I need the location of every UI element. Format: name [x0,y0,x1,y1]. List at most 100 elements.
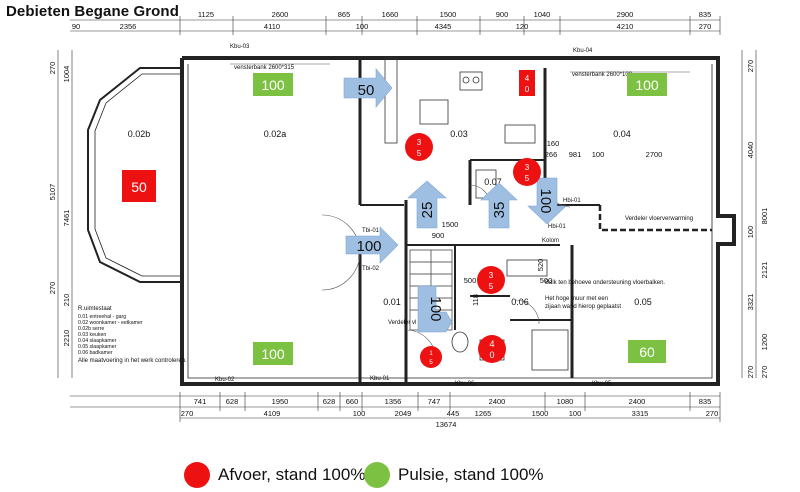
dim-right-2: 4040 [746,142,755,159]
ruimtestaat-row: 0.03 keuken [78,332,106,338]
dim-top-1: 1125 [198,10,214,19]
dim-bot2-9: 3315 [632,409,649,418]
dim-bot2-6: 1265 [475,409,492,418]
int-dim-1500: 1500 [442,220,459,229]
note-vensterbank-left: vensterbank 2600*315 [234,65,295,71]
int-dim-100: 100 [592,150,605,159]
dim-left-7: 2210 [62,330,71,347]
dim-bot-8: 2400 [489,397,506,406]
dim-top-3: 865 [338,10,351,19]
dim-right-5: 270 [746,366,755,379]
afvoer-markers [122,70,541,368]
afvoer-circle [405,133,433,161]
pulsie-box [628,340,666,363]
dim-top-5: 1500 [440,10,457,19]
dim-left-6: 210 [62,294,71,307]
note-alle: Alle maatvoering in het werk controleren… [78,358,187,364]
dim-right-7: 2121 [760,262,769,279]
dim-bot-7: 747 [428,397,441,406]
room-006: 0.06 [511,297,529,307]
afvoer-circle-top: 4 [489,339,494,349]
dim-right-1: 270 [746,60,755,73]
pulsie-labels: 100 100 100 60 [261,77,659,362]
afvoer-circle-bot: 5 [417,149,422,158]
afvoer-circle-bot: 5 [525,174,530,183]
room-004: 0.04 [613,129,631,139]
dim-top-7: 1040 [534,10,551,19]
window-kbu03: Kbu-03 [230,44,250,50]
interior-dims: 160 266 981 100 2700 1500 900 500 500 52… [432,139,663,306]
afvoer-circle-bot: 5 [489,282,494,291]
afvoer-circle [478,335,506,363]
int-dim-160: 160 [547,139,560,148]
plan-labels: Kbu-03 Kbu-04 Kbu-02 Kbu-06 Kbu-05 Kbu-0… [78,44,693,387]
window-kbu05: Kbu-05 [592,381,612,387]
dim-top2-7: 4210 [617,22,634,31]
afvoer-box-small [519,70,535,96]
window-kbu02: Kbu-02 [215,377,235,383]
dim-left-1: 270 [48,62,57,75]
afvoer-circle-top: 1 [429,351,433,357]
dim-top2-2: 2356 [120,22,137,31]
pulsie-legend-label: Pulsie, stand 100% [398,465,544,484]
dim-bot2-2: 4109 [264,409,281,418]
arrow-100-down [527,177,567,225]
arrow-35 [480,182,518,229]
dim-bot2-5: 445 [447,409,460,418]
pulsie-boxes [253,73,667,365]
ruimtestaat-row: 0.02b serre [78,326,104,332]
dim-bot-5: 660 [346,397,359,406]
dim-right-8: 1200 [760,334,769,351]
dim-bot-10: 2400 [629,397,646,406]
pulsie-value: 100 [261,346,285,362]
dim-right-4: 3321 [746,294,755,311]
note-verdeler-vl: Verdeler vl [388,320,416,326]
pulsie-box [627,73,667,96]
arrow-label-50: 50 [358,82,375,99]
int-dim-500a: 500 [464,276,477,285]
dim-bot-4: 628 [323,397,336,406]
arrow-label-35: 35 [491,202,508,219]
room-005: 0.05 [634,297,652,307]
afvoer-legend-label: Afvoer, stand 100% [218,465,366,484]
dim-bot-1: 741 [194,397,207,406]
note-hbi01: Hbi-01 [563,198,581,204]
dim-total: 13674 [436,420,457,429]
afvoer-value: 50 [131,179,147,195]
arrow-labels: 50 25 35 100 100 100 [356,82,554,322]
room-002b: 0.02b [128,129,151,139]
dim-bot-3: 1950 [272,397,289,406]
ruimtestaat-row: 0.04 slaapkamer [78,338,117,344]
afvoer-value-top: 4 [525,74,530,83]
ruimtestaat-row: 0.02 woonkamer - eetkamer [78,320,143,326]
dim-bot-2: 628 [226,397,239,406]
dim-top2-5: 4345 [435,22,452,31]
window-kbu04: Kbu-04 [573,48,593,54]
int-dim-118: 118 [471,294,480,306]
dim-top-9: 835 [699,10,712,19]
arrow-100-stair [417,285,453,333]
dim-bot2-3: 100 [353,409,366,418]
dim-left-3: 270 [48,282,57,295]
arrow-label-25: 25 [419,202,436,219]
pulsie-value: 100 [635,77,659,93]
page-title: Debieten Begane Grond [6,3,179,20]
note-balk1: Balk ten behoeve ondersteuning vloerbalk… [545,280,665,286]
dim-bot2-8: 100 [569,409,582,418]
dim-right-6: 8001 [760,208,769,225]
dim-right-3: 100 [746,226,755,239]
room-003: 0.03 [450,129,468,139]
dim-top-4: 1660 [382,10,399,19]
dim-top2-1: 90 [72,22,80,31]
arrow-label-100-main: 100 [356,238,381,255]
dim-top2-3: 4110 [264,22,280,31]
note-kolom: Kolom [542,238,559,244]
dim-bot-11: 835 [699,397,712,406]
int-dim-981: 981 [569,150,582,159]
ruimtestaat-row: 0.05 slaapkamer [78,344,117,350]
note-vensterbank-right: vensterbank 2600*100 [572,72,633,78]
dim-bot2-4: 2049 [395,409,412,418]
afvoer-circle-bot: 0 [489,350,494,360]
dim-left-5: 7461 [62,210,71,227]
afvoer-legend-dot [184,462,210,488]
